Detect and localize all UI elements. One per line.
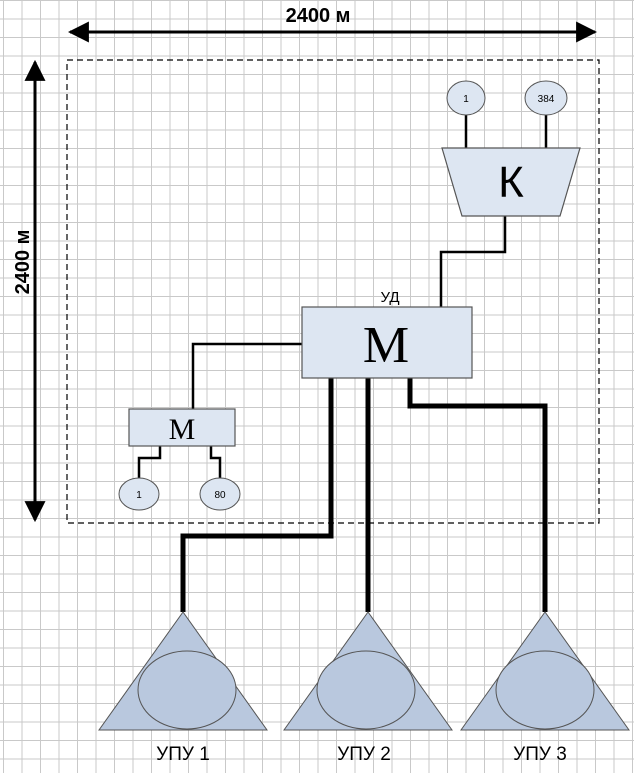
subhub-terminal-1-label: 1 (136, 490, 142, 501)
main-hub-box (301, 306, 473, 379)
controller-terminal-1-label: 1 (463, 94, 469, 105)
hub-to-controller-line (439, 216, 507, 307)
subhub-terminal-1-line (137, 446, 162, 478)
endpoint-2-label: УПУ 2 (337, 744, 391, 765)
subhub-terminal-80-label: 80 (214, 490, 226, 501)
endpoint-1: УПУ 1 (98, 611, 268, 765)
main-hub-letter: М (363, 317, 409, 374)
hub-to-endpoint-3-line (407, 378, 548, 612)
subhub-terminal-1 (118, 477, 160, 511)
thin-connections (137, 115, 548, 478)
main-hub-caption: УД (380, 289, 399, 306)
sub-hub-letter: М (169, 413, 196, 446)
endpoint-1-ellipse (137, 650, 237, 730)
controller-terminal-1 (446, 80, 486, 116)
height-dimension-label: 2400 м (12, 230, 34, 295)
endpoint-3-label: УПУ 3 (513, 744, 567, 765)
width-dimension-label: 2400 м (286, 5, 351, 27)
endpoint-1-label: УПУ 1 (156, 744, 210, 765)
controller-terminal-384-label: 384 (538, 94, 555, 105)
subhub-terminal-80 (199, 477, 241, 511)
endpoint-2-ellipse (316, 650, 416, 730)
sub-hub-box (128, 408, 236, 447)
endpoint-3: УПУ 3 (460, 611, 630, 765)
controller-letter: К (498, 158, 524, 207)
controller-terminal-384 (524, 80, 568, 116)
hub-to-endpoint-1-line (180, 378, 334, 612)
endpoint-3-ellipse (495, 650, 595, 730)
endpoint-2: УПУ 2 (283, 611, 453, 765)
subhub-terminal-80-line (209, 446, 222, 478)
hub-to-subhub-line (191, 342, 302, 409)
controller-box (441, 147, 581, 217)
thick-connections (180, 378, 548, 612)
